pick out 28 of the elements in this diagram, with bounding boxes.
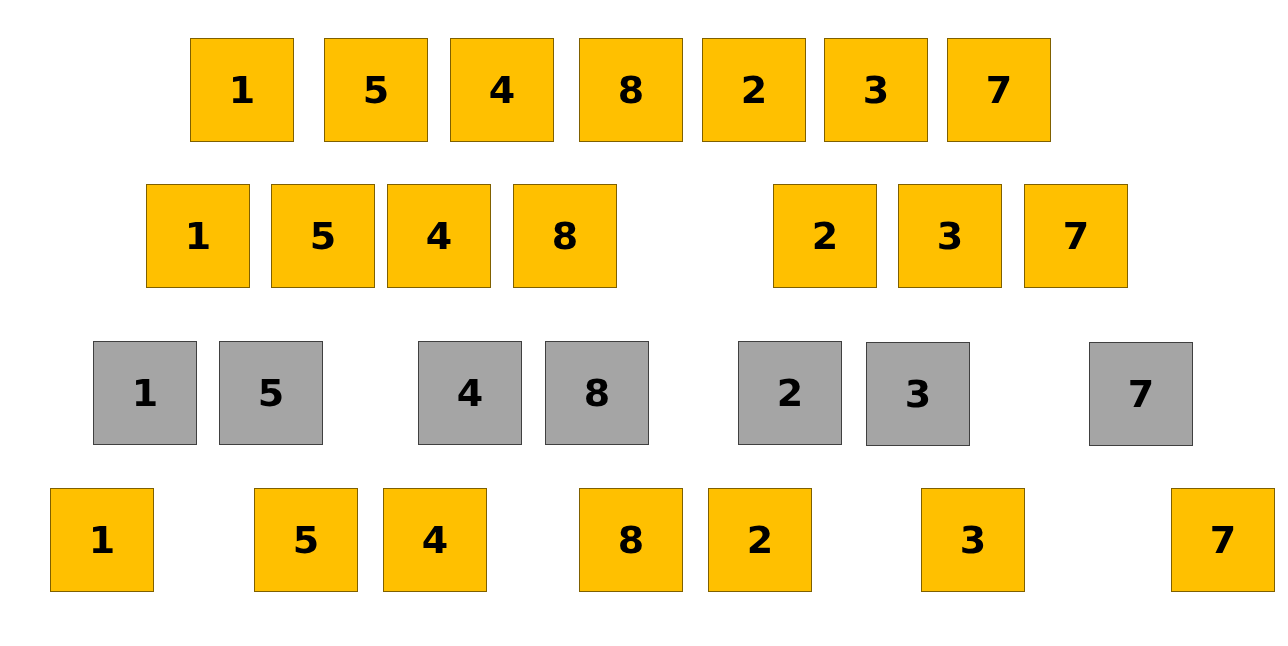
array-element: 1 [50,488,154,592]
array-element: 5 [219,341,323,445]
array-element: 4 [450,38,554,142]
array-element: 5 [271,184,375,288]
array-element: 2 [773,184,877,288]
array-element: 5 [254,488,358,592]
array-element: 3 [921,488,1025,592]
array-element: 8 [579,488,683,592]
array-element: 3 [898,184,1002,288]
array-element: 7 [947,38,1051,142]
array-element: 3 [866,342,970,446]
array-element: 2 [738,341,842,445]
array-element: 7 [1089,342,1193,446]
array-element: 8 [545,341,649,445]
array-element: 4 [387,184,491,288]
array-element: 7 [1171,488,1275,592]
array-element: 2 [702,38,806,142]
array-element: 4 [383,488,487,592]
array-element: 2 [708,488,812,592]
array-element: 3 [824,38,928,142]
array-element: 5 [324,38,428,142]
array-element: 8 [579,38,683,142]
array-element: 1 [146,184,250,288]
array-element: 1 [93,341,197,445]
array-element: 8 [513,184,617,288]
array-element: 7 [1024,184,1128,288]
array-element: 4 [418,341,522,445]
array-element: 1 [190,38,294,142]
